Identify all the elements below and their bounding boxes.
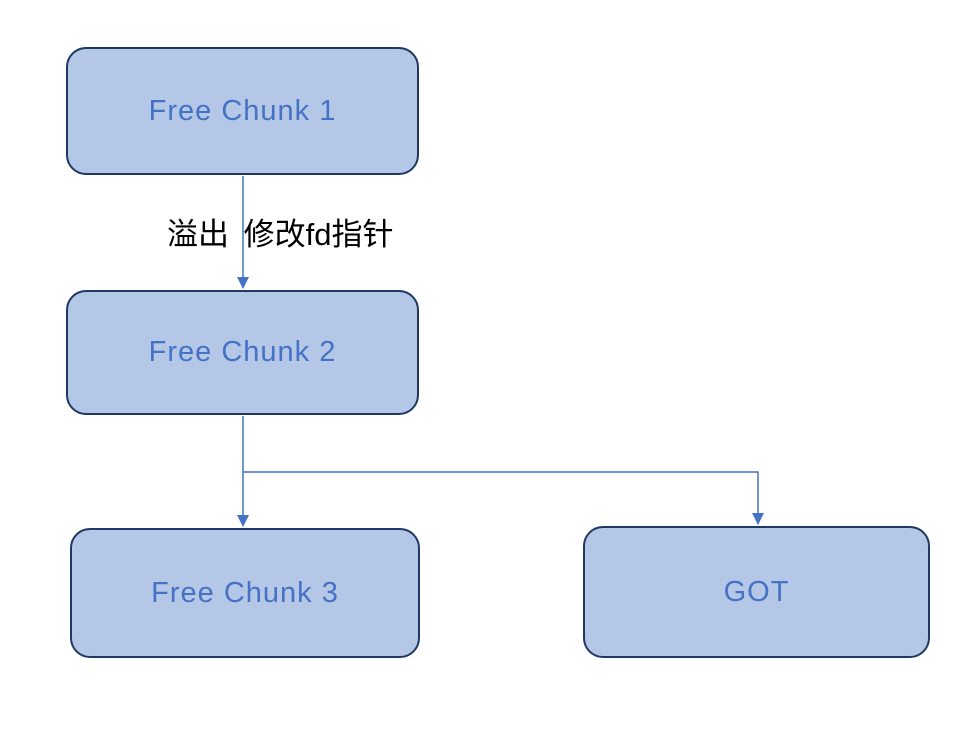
node-free-chunk-3: Free Chunk 3 — [70, 528, 420, 658]
node-free-chunk-3-label: Free Chunk 3 — [151, 576, 339, 609]
node-got: GOT — [583, 526, 930, 658]
node-got-label: GOT — [723, 575, 790, 608]
node-free-chunk-1-label: Free Chunk 1 — [148, 94, 337, 127]
node-free-chunk-2-label: Free Chunk 2 — [148, 336, 337, 368]
arrow-chunk2-to-got — [243, 471, 764, 525]
node-free-chunk-1: Free Chunk 1 — [66, 47, 419, 175]
node-free-chunk-2: Free Chunk 2 — [66, 290, 419, 415]
edge-label-overflow-fd: 溢出 修改fd指针 — [167, 217, 394, 252]
